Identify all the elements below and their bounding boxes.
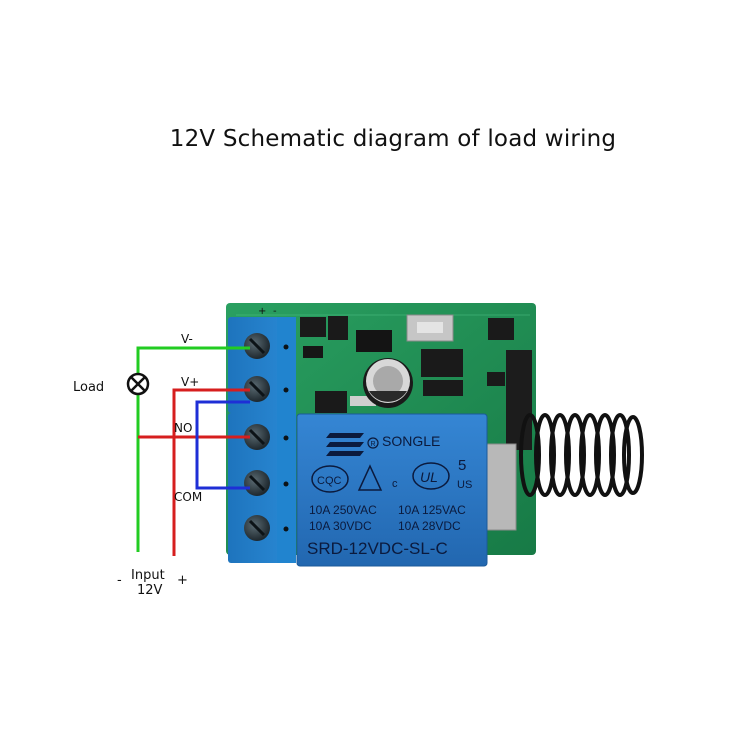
diagram-title: 12V Schematic diagram of load wiring	[169, 126, 617, 152]
minus-label: -	[117, 573, 122, 588]
com-label: COM	[174, 490, 202, 504]
svg-text:UL: UL	[420, 469, 438, 485]
pcb-plus-mark: +	[258, 306, 266, 317]
cqc-label: CQC	[317, 475, 342, 487]
ul-mark	[412, 462, 450, 490]
pcb-minus-mark: -	[273, 306, 277, 317]
wire-blue	[195, 400, 250, 490]
cqc-mark	[311, 465, 349, 493]
v-minus-label: V-	[181, 332, 193, 346]
load-label: Load	[73, 380, 104, 395]
rf-module	[506, 350, 532, 450]
ul-number: 5	[458, 457, 466, 474]
svg-text:R: R	[371, 441, 376, 448]
wire-green	[136, 346, 250, 552]
us-mark: US	[457, 479, 472, 491]
voltage-label: 12V	[137, 583, 163, 598]
relay: R SONGLE CQC c UL 5 US 10A 250VAC 10A 30…	[296, 413, 488, 567]
wire-red-input	[172, 388, 250, 556]
rating-1: 10A 250VAC	[309, 503, 377, 517]
songle-logo	[326, 433, 364, 456]
no-label: NO	[174, 421, 192, 435]
relay-model: SRD-12VDC-SL-C	[307, 539, 448, 558]
rating-3: 10A 125VAC	[398, 503, 466, 517]
input-label: Input	[131, 568, 165, 583]
v-plus-label: V+	[181, 375, 199, 389]
relay-brand: SONGLE	[382, 433, 440, 449]
capacitor	[363, 358, 413, 408]
load-lamp-icon	[126, 372, 150, 396]
antenna-coil	[519, 413, 644, 497]
terminal-screws	[244, 333, 289, 541]
ce-mark: c	[392, 478, 398, 490]
warning-triangle-icon	[357, 464, 383, 491]
rating-2: 10A 30VDC	[309, 519, 372, 533]
smd-components	[300, 314, 514, 413]
plus-label: +	[177, 573, 188, 588]
rating-4: 10A 28VDC	[398, 519, 461, 533]
